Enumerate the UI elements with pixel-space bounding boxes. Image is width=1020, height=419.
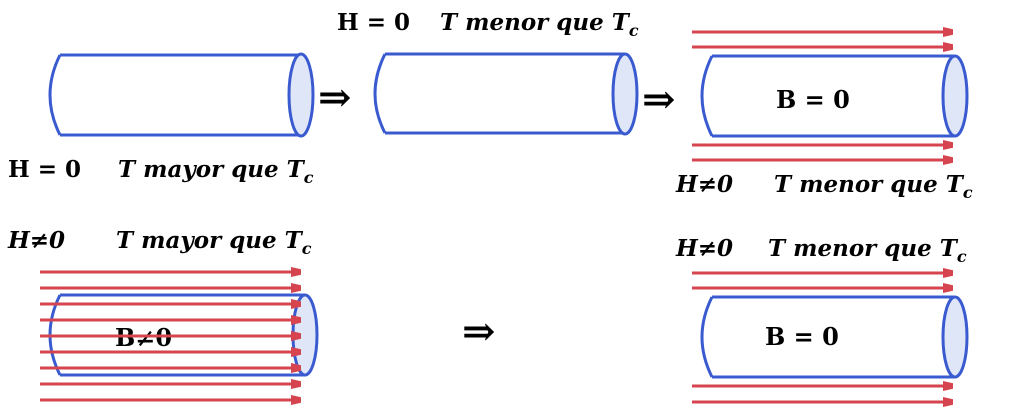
label-t: T menor que Tc: [768, 235, 967, 266]
field-lines-bottom-right: [692, 273, 952, 402]
field-lines-top-right: [692, 32, 952, 160]
label-top-left: H = 0 T mayor que Tc: [8, 156, 314, 187]
label-t: T mayor que Tc: [118, 156, 314, 187]
cylinder-superconducting-field-expelled-2: B = 0: [700, 295, 969, 379]
label-t: T mayor que Tc: [116, 227, 312, 258]
interior-b-label: B = 0: [765, 322, 839, 351]
label-h: H = 0: [8, 156, 81, 183]
label-top-right: H≠0 T menor que Tc: [675, 171, 973, 202]
label-h: H≠0: [675, 171, 733, 198]
cylinder-end-cap: [611, 52, 639, 136]
label-t: T menor que Tc: [440, 9, 639, 40]
cylinder-normal-no-field: [48, 52, 315, 138]
label-h: H≠0: [675, 235, 733, 262]
cylinder-end-cap: [941, 295, 969, 379]
label-top-middle: H = 0 T menor que Tc: [337, 9, 639, 40]
cylinder-body: [700, 295, 955, 379]
cylinder-body: [700, 54, 955, 138]
cylinder-superconducting-field-expelled: B = 0: [700, 54, 969, 138]
label-bottom-left: H≠0 T mayor que Tc: [7, 227, 312, 258]
label-h: H≠0: [7, 227, 65, 254]
cylinder-body: [373, 52, 625, 135]
label-t: T menor que Tc: [774, 171, 973, 202]
implies-arrow-2: ⇒: [642, 76, 676, 123]
cylinder-superconducting-no-field: [373, 52, 639, 136]
implies-arrow-1: ⇒: [318, 74, 352, 121]
cylinder-end-cap: [287, 52, 315, 138]
label-bottom-right: H≠0 T menor que Tc: [675, 235, 967, 266]
implies-arrow-3: ⇒: [462, 308, 496, 355]
interior-b-label: B = 0: [776, 85, 850, 114]
cylinder-end-cap: [941, 54, 969, 138]
cylinder-body: [48, 53, 300, 137]
field-lines-bottom-left: [40, 272, 300, 400]
label-h: H = 0: [337, 9, 410, 36]
